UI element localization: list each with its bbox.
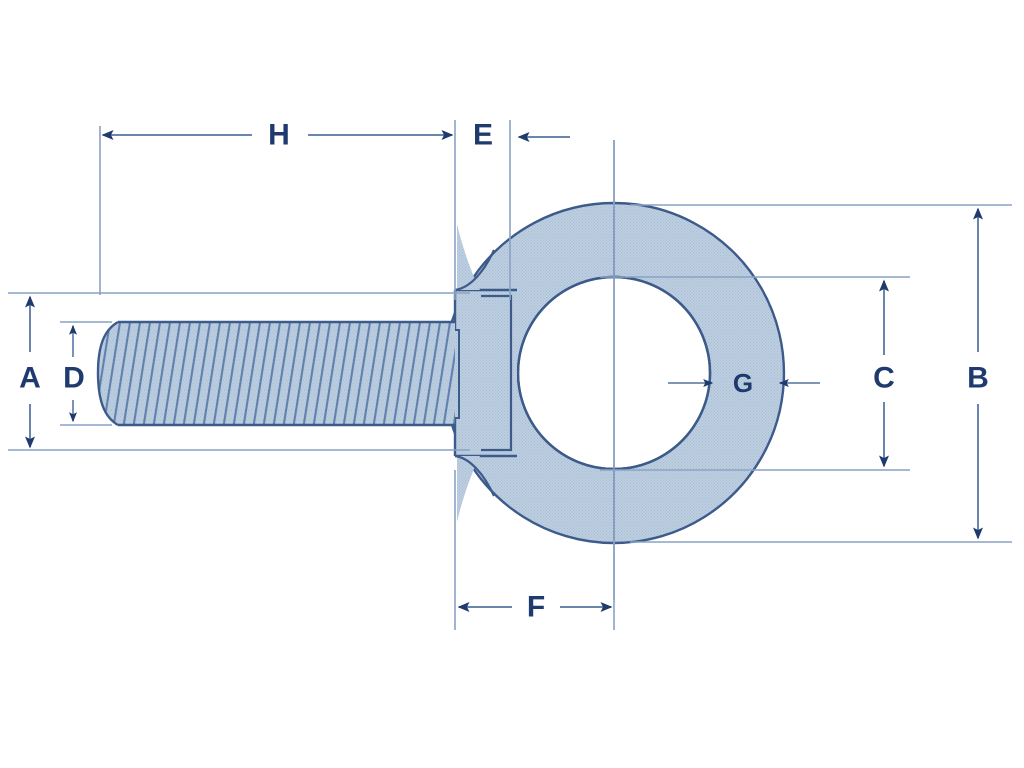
shoulder-block: [453, 224, 517, 522]
shoulder-fillet-top: [455, 224, 480, 290]
thread-hatching: [98, 322, 455, 425]
fillet-curve-bottom: [454, 454, 496, 497]
dimension-label-B: B: [967, 362, 989, 395]
dimension-label-C: C: [873, 362, 895, 395]
shoulder-step-detail: [481, 294, 513, 452]
shank-outline: [96, 320, 455, 427]
dimension-label-D: D: [63, 362, 85, 395]
dimension-label-G: G: [733, 368, 753, 398]
dimension-label-E: E: [473, 119, 493, 152]
dimension-labels: H E A D B C F G: [19, 119, 989, 624]
shoulder-fillet-bottom: [455, 456, 480, 522]
part-body: [96, 201, 786, 545]
fillet-curve-top: [454, 249, 496, 292]
shoulder-fill: [455, 290, 517, 456]
dimension-annotations: [25, 130, 983, 612]
extension-lines: [8, 120, 1012, 630]
dimension-label-F: F: [527, 591, 545, 624]
dimension-label-A: A: [19, 362, 41, 395]
dimension-label-H: H: [268, 119, 290, 152]
threaded-shank: [96, 320, 455, 427]
